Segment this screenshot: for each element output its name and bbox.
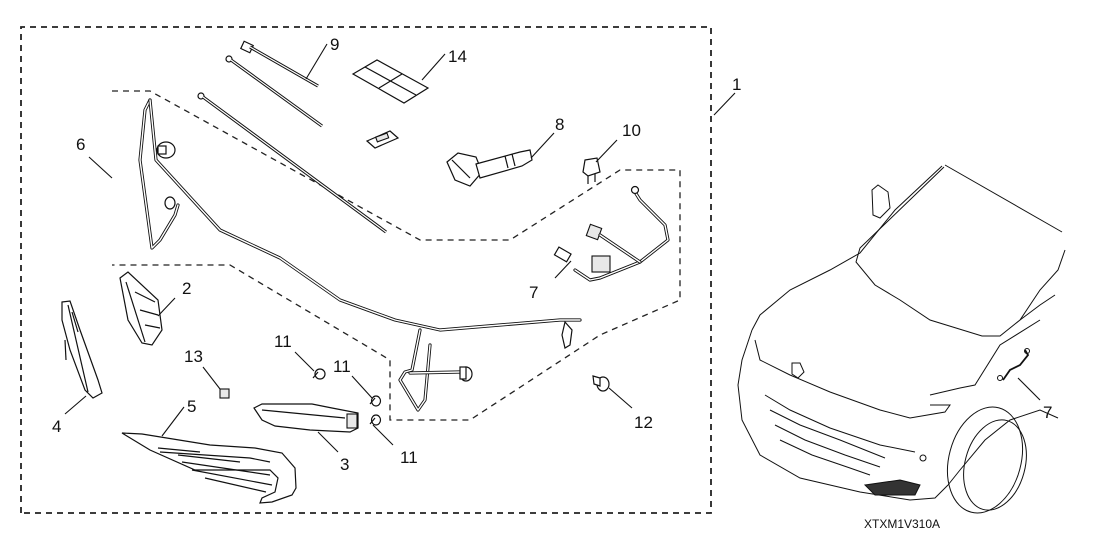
- callout-9: 10: [622, 121, 641, 140]
- drawing-code: XTXM1V310A: [864, 517, 940, 531]
- callout-7a: 7: [529, 283, 538, 302]
- clip-3: [369, 414, 382, 426]
- callout-11b: 11: [333, 357, 351, 376]
- garnish-left: [121, 432, 297, 504]
- relay: [582, 157, 601, 184]
- cable-tie-1: [239, 40, 319, 88]
- cable-ties: [197, 40, 387, 234]
- main-wire-harness: [138, 98, 582, 412]
- callout-6: 6: [76, 135, 85, 154]
- car-illustration: [737, 164, 1066, 514]
- label-sheet: [351, 59, 430, 104]
- callout-4: 4: [52, 417, 61, 436]
- cable-tie-2: [225, 55, 323, 128]
- callout-2: 2: [182, 279, 191, 298]
- clip-2: [369, 395, 382, 407]
- garnish-right: [61, 300, 103, 399]
- callout-8: 8: [555, 115, 564, 134]
- callout-11c: 11: [400, 448, 418, 467]
- callout-11a: 11: [274, 332, 292, 351]
- clip-large: [592, 375, 610, 392]
- combination-switch: [446, 149, 533, 187]
- fog-light-left: [253, 403, 359, 433]
- harness-group-boundary: [112, 90, 681, 421]
- callout-3: 3: [340, 455, 349, 474]
- connector-plate: [365, 130, 400, 149]
- callout-10: 9: [330, 35, 339, 54]
- nut: [219, 388, 230, 399]
- callout-5: 5: [187, 397, 196, 416]
- callout-1: 1: [732, 75, 741, 94]
- callout-13: 13: [184, 347, 203, 366]
- kit-boundary: [20, 26, 712, 514]
- callout-12: 12: [634, 413, 653, 432]
- callout-7b: 7: [1043, 403, 1052, 422]
- leader-lines: [64, 43, 1041, 453]
- fog-light-right: [119, 271, 163, 346]
- callout-14: 14: [448, 47, 467, 66]
- clip-1: [312, 368, 326, 380]
- sub-wire-harness: [553, 185, 670, 282]
- cable-tie-3: [197, 92, 387, 234]
